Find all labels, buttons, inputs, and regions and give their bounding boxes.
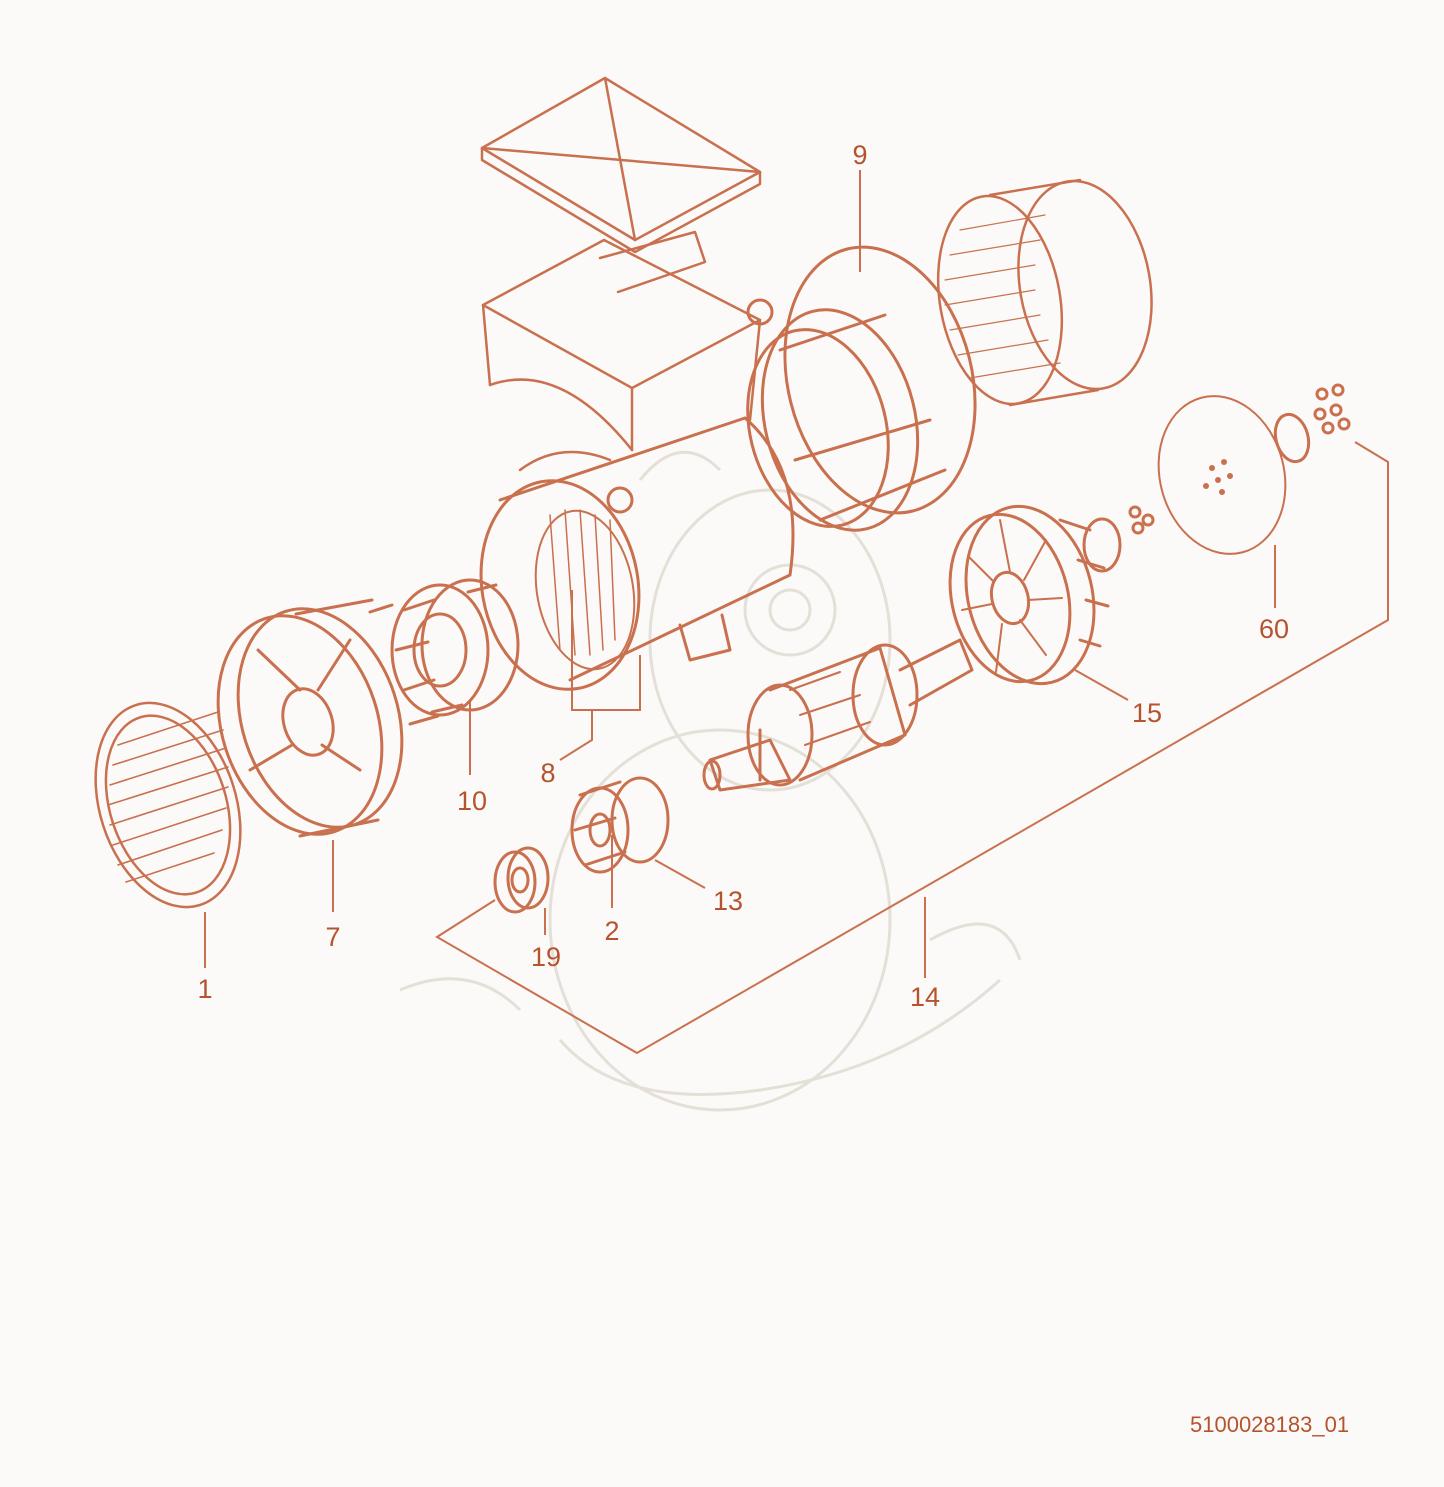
part-louvre-band	[936, 178, 1153, 407]
callout-60: 60	[1259, 614, 1289, 644]
callout-2: 2	[604, 916, 619, 946]
part-grille-cover	[94, 701, 242, 909]
part-bearing	[493, 846, 550, 914]
callout-9: 9	[852, 140, 867, 170]
part-end-shield	[216, 598, 404, 838]
part-exciter-rotor	[570, 776, 670, 874]
part-cover-plate	[1082, 383, 1351, 573]
callout-14: 14	[910, 982, 940, 1012]
part-rotor	[702, 638, 974, 792]
document-id: 5100028183_01	[1190, 1412, 1350, 1437]
callout-15: 15	[1132, 698, 1162, 728]
part-exciter-stator	[368, 578, 520, 726]
part-main-stator-frame	[479, 416, 795, 691]
callout-7: 7	[325, 922, 340, 952]
callout-13: 13	[713, 886, 743, 916]
callout-labels: 1 2 7 8 9 10 13 14 15 19 60	[197, 140, 1289, 1012]
part-terminal-box	[480, 76, 762, 452]
callout-1: 1	[197, 974, 212, 1004]
callout-19: 19	[531, 942, 561, 972]
part-cooling-fan	[948, 504, 1110, 686]
callout-10: 10	[457, 786, 487, 816]
part-nde-frame-ring	[746, 245, 977, 532]
callout-8: 8	[540, 758, 555, 788]
leader-lines	[204, 170, 1389, 1055]
